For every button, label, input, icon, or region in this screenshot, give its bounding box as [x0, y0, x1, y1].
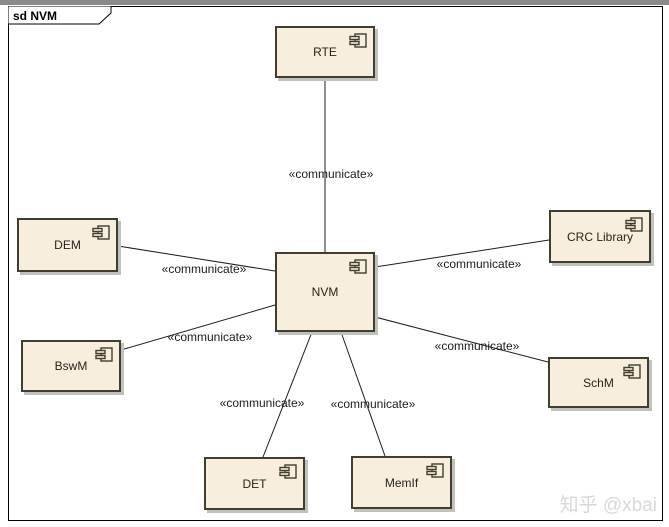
node-label: NVM	[311, 285, 339, 299]
edge-nvm-memif	[340, 331, 386, 457]
node-dem: DEM	[17, 218, 118, 272]
component-icon	[95, 347, 113, 362]
node-label: CRC Library	[566, 229, 633, 244]
component-icon	[426, 463, 444, 478]
diagram-frame	[8, 6, 663, 521]
component-icon	[92, 225, 110, 240]
component-icon	[623, 364, 641, 379]
edge-nvm-bswm	[120, 304, 276, 351]
node-label: MemIf	[384, 475, 419, 490]
edge-nvm-dem	[117, 245, 276, 272]
node-bswm: BswM	[21, 340, 121, 392]
edge-nvm-det	[262, 331, 313, 458]
component-icon	[625, 217, 643, 232]
edge-label-bswm: «communicate»	[167, 330, 253, 344]
node-rte: RTE	[275, 26, 375, 78]
watermark: 知乎 @xbai	[559, 495, 657, 516]
edge-label-det: «communicate»	[219, 396, 305, 410]
node-memif: MemIf	[351, 456, 452, 509]
edge-nvm-schm	[374, 316, 549, 363]
edge-label-memif: «communicate»	[330, 397, 416, 411]
node-label: BswM	[54, 359, 88, 373]
edge-label-dem: «communicate»	[161, 262, 247, 276]
node-label: RTE	[313, 45, 337, 59]
top-gray-strip	[0, 0, 669, 5]
node-nvm: NVM	[275, 252, 375, 332]
component-icon	[349, 259, 367, 274]
frame-tab	[8, 6, 112, 25]
component-icon	[349, 33, 367, 48]
node-label: DET	[242, 476, 267, 491]
frame-title: sd NVM	[13, 9, 58, 23]
node-det: DET	[204, 457, 305, 510]
component-icon	[279, 464, 297, 479]
node-label: DEM	[54, 238, 81, 252]
node-schm: SchM	[548, 357, 649, 408]
edge-label-rte: «communicate»	[288, 167, 374, 181]
edge-label-schm: «communicate»	[434, 339, 520, 353]
edge-label-crc: «communicate»	[436, 257, 522, 271]
node-crc-library: CRC Library	[549, 210, 651, 263]
edge-nvm-crc	[374, 239, 550, 268]
node-label: SchM	[583, 375, 614, 390]
